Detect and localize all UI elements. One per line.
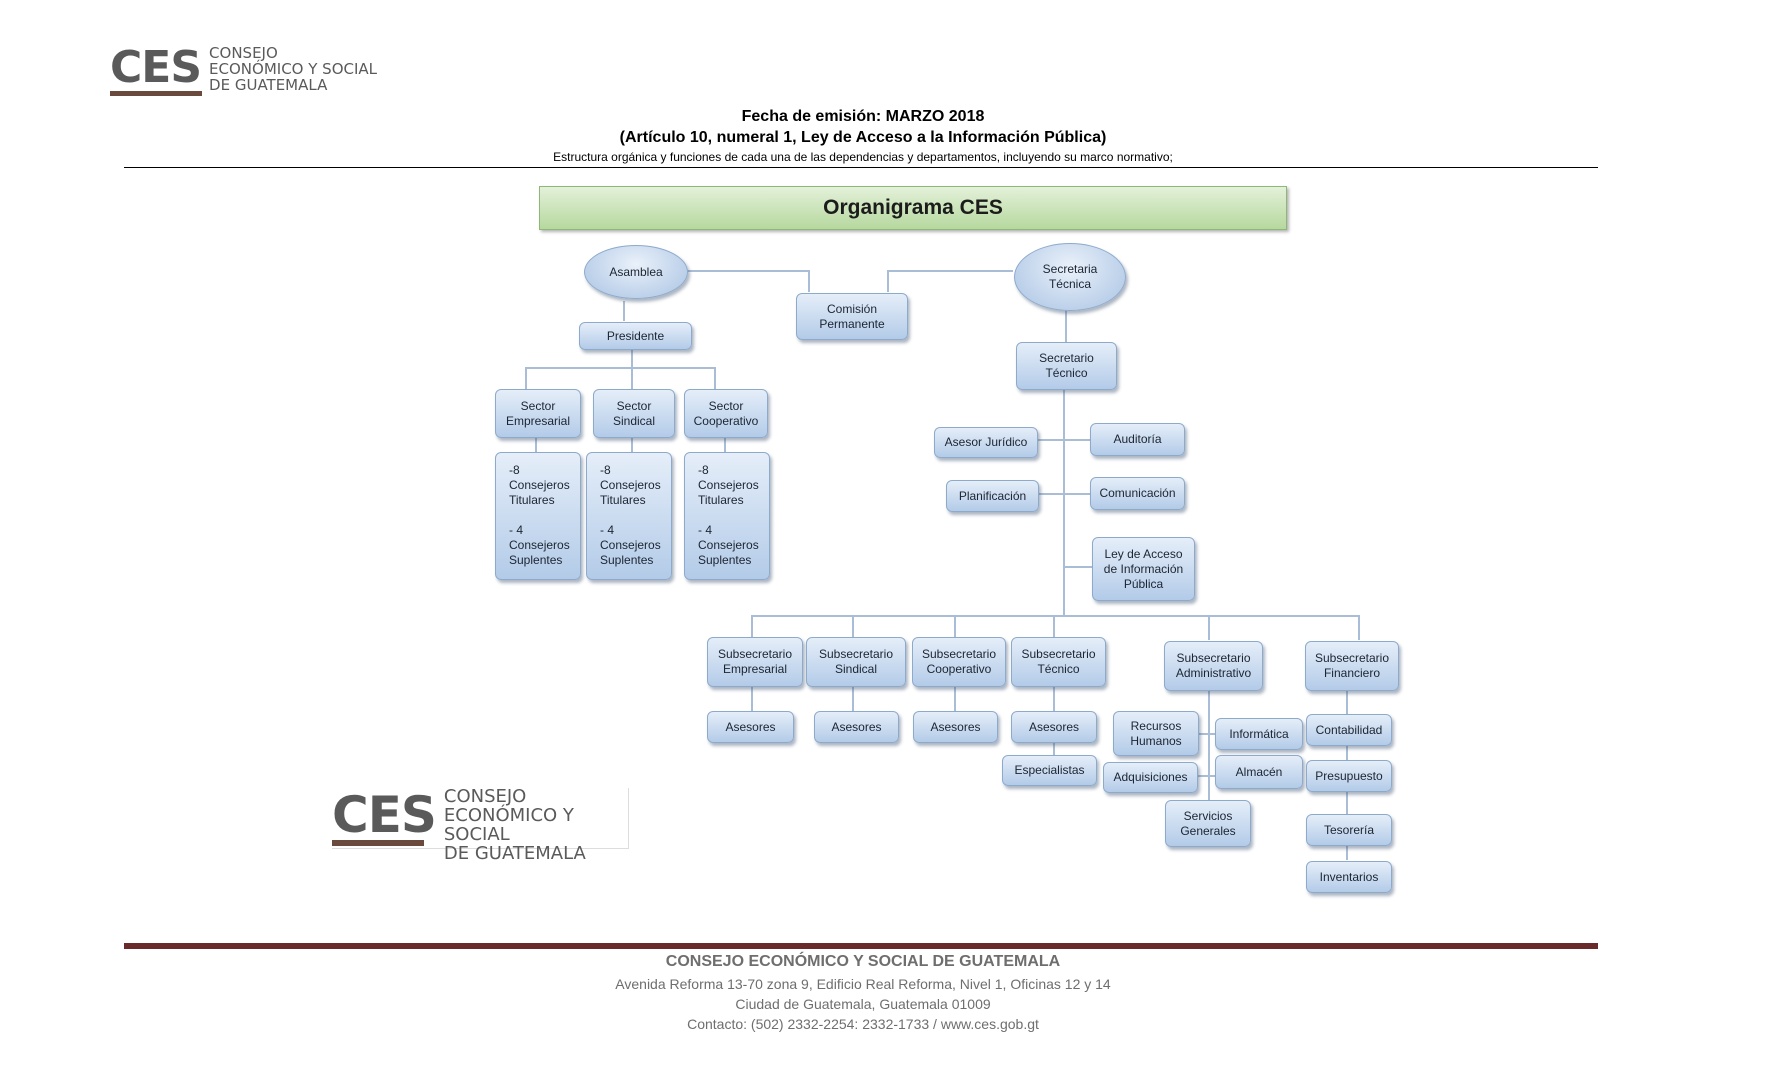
legal-reference: (Artículo 10, numeral 1, Ley de Acceso a… — [619, 129, 1107, 146]
subsecretario-financiero-node: Subsecretario Financiero — [1305, 641, 1399, 691]
comision-permanente-node: Comisión Permanente — [796, 293, 908, 340]
footer-city: Ciudad de Guatemala, Guatemala 01009 — [735, 996, 991, 1012]
consejeros-cooperativo-node: -8 Consejeros Titulares - 4 Consejeros S… — [684, 452, 770, 580]
tesoreria-node: Tesorería — [1306, 814, 1392, 846]
asesores-sindical-node: Asesores — [814, 711, 899, 743]
logo-text: CONSEJO ECONÓMICO Y SOCIAL DE GUATEMALA — [209, 44, 378, 94]
logo-line-1: CONSEJO — [443, 786, 527, 807]
contabilidad-node: Contabilidad — [1306, 714, 1392, 746]
logo-text: CONSEJO ECONÓMICO Y SOCIAL DE GUATEMALA — [443, 786, 628, 864]
informatica-node: Informática — [1215, 718, 1303, 750]
structure-description: Estructura orgánica y funciones de cada … — [553, 150, 1173, 164]
secretaria-tecnica-node: Secretaria Técnica — [1014, 243, 1126, 311]
logo-line-2: ECONÓMICO Y SOCIAL — [209, 59, 378, 78]
sector-empresarial-node: Sector Empresarial — [495, 389, 581, 438]
subsecretario-cooperativo-node: Subsecretario Cooperativo — [912, 637, 1006, 687]
asesores-cooperativo-node: Asesores — [913, 711, 998, 743]
logo-mark: CES — [332, 786, 437, 844]
footer-address: Avenida Reforma 13-70 zona 9, Edificio R… — [615, 976, 1111, 992]
logo-line-1: CONSEJO — [209, 44, 278, 62]
adquisiciones-node: Adquisiciones — [1103, 762, 1198, 793]
subsecretario-tecnico-node: Subsecretario Técnico — [1011, 637, 1106, 687]
consejeros-empresarial-node: -8 Consejeros Titulares - 4 Consejeros S… — [495, 452, 581, 580]
recursos-humanos-node: Recursos Humanos — [1113, 711, 1199, 756]
ces-logo-top: CES CONSEJO ECONÓMICO Y SOCIAL DE GUATEM… — [110, 42, 378, 98]
asesores-empresarial-node: Asesores — [707, 711, 794, 743]
asesor-juridico-node: Asesor Jurídico — [934, 427, 1038, 458]
chart-title: Organigrama CES — [539, 186, 1287, 230]
asamblea-node: Asamblea — [584, 245, 688, 299]
planificacion-node: Planificación — [946, 480, 1039, 512]
asesores-tecnico-node: Asesores — [1011, 711, 1097, 743]
sector-sindical-node: Sector Sindical — [593, 389, 675, 438]
issue-date: Fecha de emisión: MARZO 2018 — [741, 108, 985, 125]
especialistas-node: Especialistas — [1002, 755, 1097, 786]
logo-mark: CES — [110, 42, 202, 93]
almacen-node: Almacén — [1215, 755, 1303, 789]
footer-org-name: CONSEJO ECONÓMICO Y SOCIAL DE GUATEMALA — [665, 953, 1061, 970]
footer-contact: Contacto: (502) 2332-2254: 2332-1733 / w… — [687, 1016, 1039, 1032]
consejeros-sindical-node: -8 Consejeros Titulares - 4 Consejeros S… — [586, 452, 672, 580]
comunicacion-node: Comunicación — [1090, 477, 1185, 510]
logo-underline — [332, 840, 424, 846]
presupuesto-node: Presupuesto — [1306, 760, 1392, 792]
logo-line-2: ECONÓMICO Y SOCIAL — [443, 804, 574, 845]
ces-logo-bottom: CES CONSEJO ECONÓMICO Y SOCIAL DE GUATEM… — [332, 786, 629, 863]
logo-line-3: DE GUATEMALA — [209, 75, 328, 94]
logo-underline — [110, 91, 202, 96]
auditoria-node: Auditoría — [1090, 423, 1185, 456]
footer-rule — [124, 943, 1598, 949]
logo-line-3: DE GUATEMALA — [443, 842, 586, 864]
presidente-node: Presidente — [579, 322, 692, 350]
secretario-tecnico-node: Secretario Técnico — [1016, 342, 1117, 390]
sector-cooperativo-node: Sector Cooperativo — [684, 389, 768, 438]
subsecretario-administrativo-node: Subsecretario Administrativo — [1164, 641, 1263, 691]
inventarios-node: Inventarios — [1306, 861, 1392, 893]
header-rule — [124, 167, 1598, 168]
servicios-generales-node: Servicios Generales — [1165, 800, 1251, 847]
ley-acceso-node: Ley de Acceso de Información Pública — [1092, 537, 1195, 601]
subsecretario-sindical-node: Subsecretario Sindical — [806, 637, 906, 687]
subsecretario-empresarial-node: Subsecretario Empresarial — [707, 637, 803, 687]
